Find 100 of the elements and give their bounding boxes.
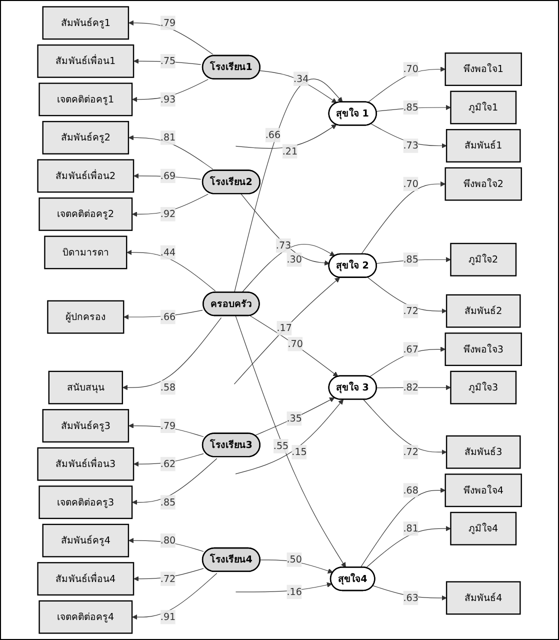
edge-label: .81: [403, 522, 418, 534]
arrow: [122, 317, 222, 390]
arrow: [234, 277, 340, 384]
edge-label: .79: [160, 420, 176, 432]
arrow: [240, 194, 330, 266]
arrow: [128, 20, 214, 55]
node-box: สัมพันธ์2: [446, 294, 521, 328]
edge-label: .55: [273, 440, 289, 452]
edge-label: .81: [160, 132, 176, 144]
node-box: เจตคติต่อครู2: [38, 197, 133, 231]
edge-label: .62: [160, 458, 176, 470]
arrow: [363, 399, 447, 455]
node-box: เจตคติต่อครู4: [38, 600, 133, 634]
arrow: [376, 104, 451, 112]
arrow: [124, 310, 203, 320]
node-box: สัมพันธ์เพื่อน1: [37, 44, 134, 78]
edge-label: .82: [403, 382, 418, 393]
edge-label: .70: [403, 63, 418, 75]
arrow: [132, 79, 208, 102]
edge-label: .85: [403, 102, 418, 113]
node-box: สัมพันธ์เพื่อน4: [37, 562, 134, 596]
edge-label: .73: [403, 140, 418, 152]
arrow: [249, 315, 338, 377]
edge-label: .68: [403, 484, 418, 496]
node-box: พึงพอใจ3: [444, 332, 522, 366]
arrow: [235, 399, 344, 474]
edge-label: .72: [403, 305, 418, 316]
node-box: ภูมิใจ4: [450, 512, 517, 546]
arrow: [132, 194, 208, 217]
arrow: [259, 70, 337, 104]
edge-label: .72: [160, 572, 176, 584]
edge-label: .34: [293, 72, 309, 84]
arrow: [132, 572, 218, 620]
arrow: [376, 257, 451, 264]
edge-label: .21: [282, 145, 298, 157]
edge-label: .30: [286, 254, 302, 265]
arrow: [133, 453, 204, 467]
node-box: พึงพอใจ1: [444, 52, 522, 86]
edge-label: .92: [160, 208, 176, 220]
edge-label: .73: [276, 240, 292, 251]
node-box: สัมพันธ์ครู4: [42, 524, 129, 558]
edge-label: .17: [276, 322, 292, 334]
arrow: [133, 58, 201, 65]
arrow: [235, 316, 346, 568]
arrow: [128, 538, 204, 552]
node-box: สัมพันธ์ครู2: [42, 120, 129, 154]
node-box: สัมพันธ์4: [446, 581, 521, 615]
node-box: ภูมิใจ3: [450, 370, 517, 404]
node-box: ผู้ปกครอง: [47, 300, 124, 334]
arrow: [235, 124, 337, 149]
edge-label: .72: [403, 446, 418, 458]
arrow: [126, 250, 216, 292]
edge-label: .67: [403, 343, 418, 355]
arrow: [128, 135, 214, 170]
node-box: พึงพอใจ4: [444, 474, 522, 508]
edge-label: .66: [265, 129, 281, 140]
edge-label: .79: [160, 16, 176, 28]
arrow: [376, 384, 451, 390]
edge-label: .50: [286, 554, 302, 566]
edge-label: .80: [160, 534, 176, 546]
node-box: สัมพันธ์ครู3: [42, 409, 129, 443]
node-box: บิดามารดา: [44, 236, 128, 270]
edge-label: .69: [160, 170, 176, 182]
arrow: [368, 346, 446, 378]
arrow: [370, 123, 447, 148]
node-box: สัมพันธ์3: [446, 435, 521, 469]
node-box: สัมพันธ์เพื่อน2: [37, 159, 134, 193]
arrow: [372, 585, 447, 601]
arrow: [235, 582, 332, 592]
node-box: เจตคติต่อครู1: [38, 82, 133, 116]
edge-label: .63: [403, 592, 418, 604]
edge-label: .75: [160, 55, 176, 67]
edge-label: .85: [160, 496, 176, 508]
edge-label: .16: [286, 586, 302, 598]
arrow: [242, 244, 335, 293]
edge-label: .15: [292, 446, 307, 458]
node-box: ภูมิใจ2: [450, 242, 517, 276]
node-box: ภูมิใจ1: [450, 90, 517, 124]
arrow: [133, 568, 204, 582]
edge-label: .85: [403, 254, 418, 265]
edge-label: .44: [160, 246, 176, 258]
arrow: [367, 276, 447, 314]
edge-label: .93: [160, 93, 176, 105]
node-box: สัมพันธ์ครู1: [42, 6, 129, 40]
edge-label: .91: [160, 611, 176, 622]
arrow: [260, 560, 334, 574]
arrow: [133, 173, 201, 180]
edge-label: .66: [160, 311, 176, 322]
node-box: สนับสนุน: [48, 370, 123, 404]
arrow: [360, 181, 446, 255]
arrow: [128, 423, 204, 438]
arrow: [366, 526, 451, 568]
node-box: เจตคติต่อครู3: [38, 486, 133, 520]
edge-label: .70: [403, 178, 418, 190]
edge-label: .35: [286, 412, 302, 424]
arrow: [132, 458, 218, 505]
arrow: [367, 66, 446, 103]
edge-label: .58: [160, 382, 176, 393]
arrow: [360, 488, 446, 568]
node-box: สัมพันธ์เพื่อน3: [37, 447, 134, 481]
